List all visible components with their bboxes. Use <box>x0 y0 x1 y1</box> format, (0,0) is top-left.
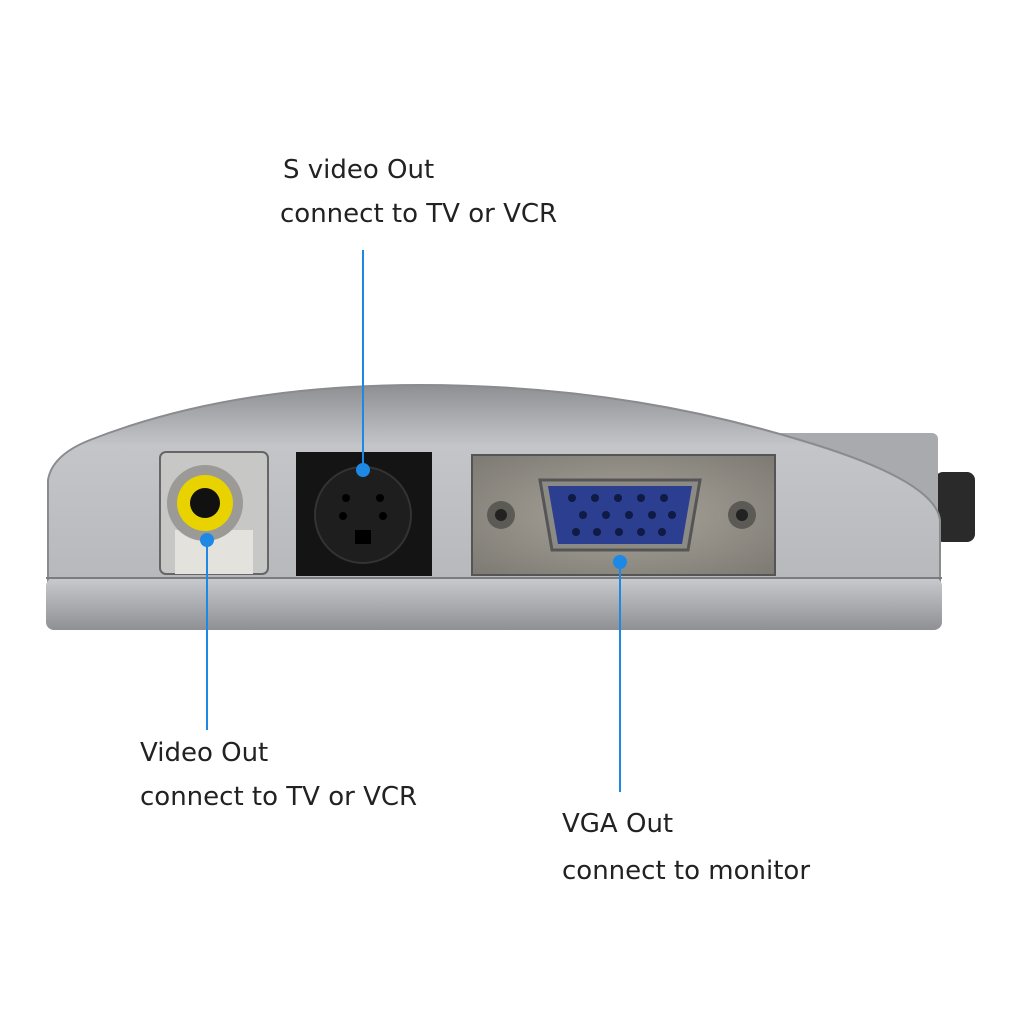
callout-subtitle: connect to TV or VCR <box>140 782 418 812</box>
callout-line-vga <box>613 555 627 792</box>
callout-title: Video Out <box>140 738 269 768</box>
side-knob <box>935 472 975 542</box>
callout-s-video: S video Out connect to TV or VCR <box>280 148 557 236</box>
rca-jack <box>159 451 269 575</box>
s-video-port <box>296 452 432 576</box>
device-base <box>46 578 942 630</box>
callout-title: VGA Out <box>562 809 674 839</box>
callout-subtitle: connect to TV or VCR <box>280 199 558 229</box>
vga-port <box>471 454 776 576</box>
callout-video: Video Out connect to TV or VCR <box>140 731 417 819</box>
callout-vga: VGA Out connect to monitor <box>562 801 810 895</box>
callout-line-video <box>200 533 214 730</box>
callout-line-s-video <box>356 250 370 477</box>
callout-title: S video Out <box>283 155 435 185</box>
callout-subtitle: connect to monitor <box>562 856 811 886</box>
